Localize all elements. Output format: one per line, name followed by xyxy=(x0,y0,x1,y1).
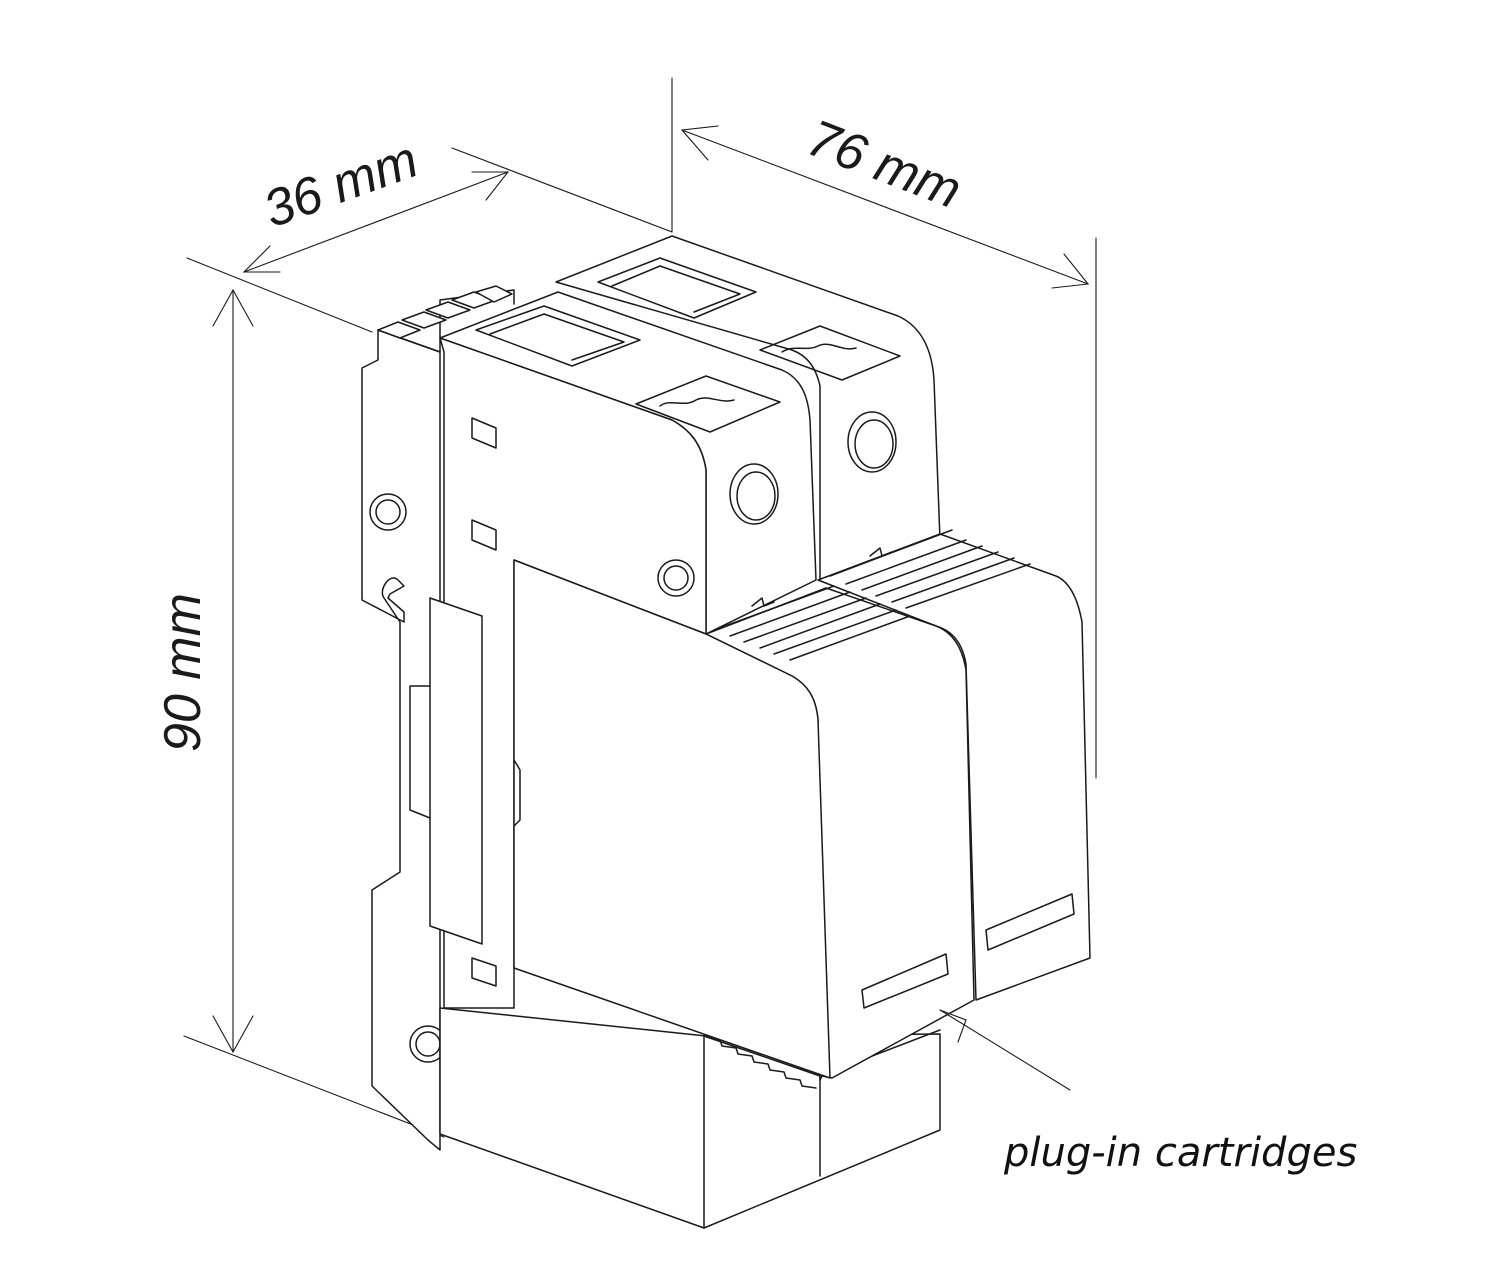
width-extension-line-left xyxy=(186,257,373,333)
width-arrowhead-right xyxy=(471,171,510,201)
surge-protector-device xyxy=(361,235,1091,1229)
height-extension-line-bottom xyxy=(183,1035,445,1138)
front-cartridge-window xyxy=(861,953,949,1009)
rear-screw-clamp xyxy=(759,325,901,381)
rivet-2 xyxy=(657,559,695,597)
front-screw-clamp xyxy=(635,375,781,433)
rear-terminal-opening xyxy=(597,257,757,319)
front-terminal-opening xyxy=(475,305,641,367)
front-clamp-detail xyxy=(659,397,735,407)
plug-in-cartridge-rear xyxy=(817,533,1091,1001)
rear-clamp-detail xyxy=(781,343,857,353)
rivet-2-inner xyxy=(663,565,689,591)
terminal-slot-1 xyxy=(377,321,421,339)
rear-screw-hole-inner xyxy=(854,419,894,469)
callout-arrowhead xyxy=(939,1009,967,1043)
rivet-1 xyxy=(369,493,407,531)
terminal-slot-3 xyxy=(425,301,471,319)
terminal-slot-5 xyxy=(475,285,513,303)
height-dimension: 90 mm xyxy=(154,288,445,1138)
callout-label: plug-in cartridges xyxy=(1003,1130,1357,1176)
side-slot-3 xyxy=(471,957,497,987)
base-serrated-edge xyxy=(705,1035,817,1089)
din-rail-slot xyxy=(429,597,483,945)
width-dimension-line xyxy=(243,171,509,273)
depth-label: 76 mm xyxy=(800,109,969,220)
rear-terminal-opening-inner xyxy=(611,265,741,313)
depth-arrowhead-left xyxy=(680,125,719,161)
cartridge-callout: plug-in cartridges xyxy=(939,1009,1357,1176)
din-rail-notch xyxy=(409,685,431,819)
terminal-slot-2 xyxy=(401,311,447,329)
callout-leader-line xyxy=(939,1009,1071,1091)
top-terminal-frame xyxy=(377,289,515,353)
base-module-rear xyxy=(555,235,941,581)
front-cartridge-face xyxy=(513,559,831,1079)
width-extension-line-right xyxy=(451,147,673,233)
height-arrowhead-bottom xyxy=(212,1015,254,1054)
front-cartridge-ribs xyxy=(713,585,911,661)
rivet-1-inner xyxy=(375,499,401,525)
rear-cartridge-window xyxy=(985,893,1075,951)
height-label: 90 mm xyxy=(154,593,212,752)
front-cartridge-grip xyxy=(513,759,521,827)
side-slot-2 xyxy=(471,519,497,551)
width-label: 36 mm xyxy=(256,130,425,239)
side-slot-1 xyxy=(471,417,497,449)
width-arrowhead-left xyxy=(242,245,281,273)
front-terminal-opening-inner xyxy=(489,313,625,361)
width-dimension: 36 mm xyxy=(186,130,673,333)
din-rail-clip xyxy=(361,329,441,1151)
height-arrowhead-top xyxy=(212,288,254,327)
front-screw-hole-inner xyxy=(736,471,776,521)
rear-cartridge-latch xyxy=(869,547,893,557)
depth-arrowhead-right xyxy=(1051,253,1090,289)
base-module-front-side xyxy=(439,337,707,1009)
depth-dimension-line xyxy=(681,129,1089,285)
front-cartridge-latch xyxy=(751,597,775,607)
